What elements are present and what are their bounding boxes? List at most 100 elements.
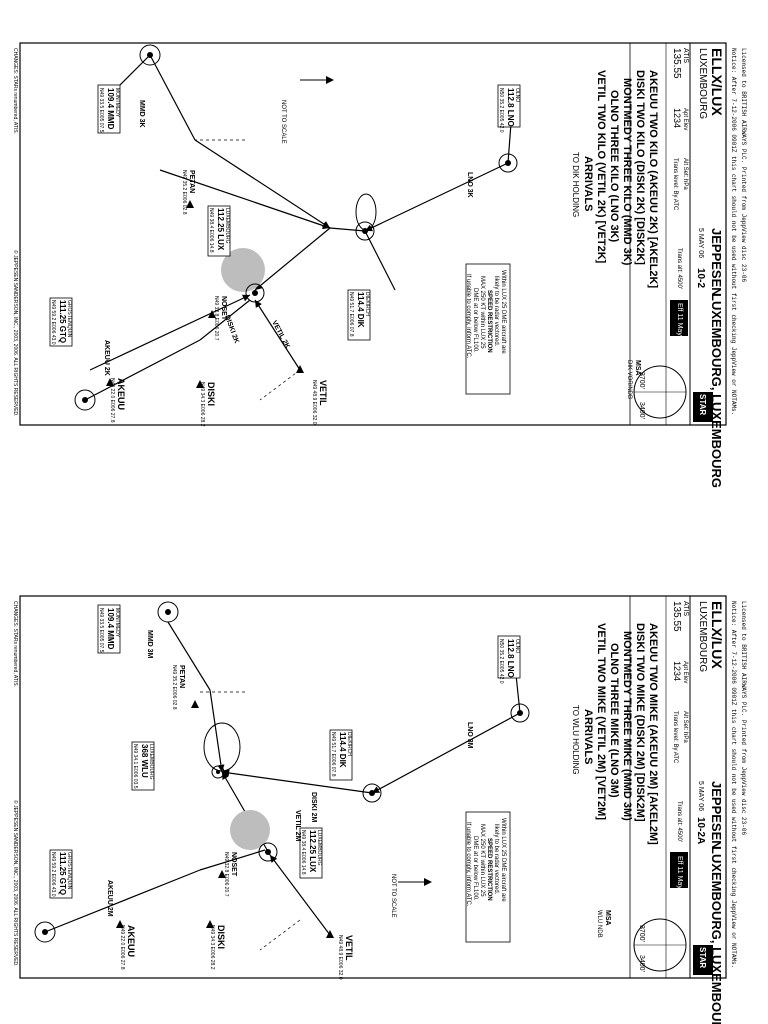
chart-2-copyright: © JEPPESEN SANDERSON, INC., 2003, 2006. … bbox=[12, 800, 19, 967]
chart-2-mmd-freq: 109.4 MMD bbox=[106, 608, 115, 650]
chart-2-petan-coord: N49 35.2 E006 02.8 bbox=[171, 665, 177, 710]
chart-1-petan-coord: N49 35.2 E006 02.8 bbox=[181, 170, 187, 215]
chart-1-proc-1: AKEUU TWO KILO (AKEUU 2K) [AKEL2K] bbox=[647, 70, 659, 288]
chart-2-mmd-coord: N49 33.5 E005 07.5 bbox=[98, 608, 104, 653]
chart-2-proc-1: AKEUU TWO MIKE (AKEUU 2M) [AKEL2M] bbox=[647, 623, 659, 845]
chart-1: Licensed to BRITISH AIRWAYS PLC. Printed… bbox=[12, 42, 747, 488]
chart-1-route-labels: VETIL 2K DISKI 2K AKEUU 2K LNO 3K MMD 3K bbox=[103, 100, 473, 376]
chart-2-dik-name: DIEKIRCH bbox=[346, 732, 352, 756]
chart-1-olno-name: OLNO bbox=[514, 88, 520, 102]
chart-2-navaids bbox=[34, 601, 530, 943]
chart-2-date: 5 MAY 06 bbox=[697, 781, 704, 811]
chart-2-proc-3: MONTMEDY THREE MIKE (MMD 3M) bbox=[621, 631, 633, 821]
chart-2-mmd-name: MONTMEDY bbox=[114, 608, 120, 638]
chart-1-restr-2: likely to be radar vectored. bbox=[493, 276, 499, 347]
chart-1-star: STAR bbox=[698, 394, 707, 415]
chart-1-lux-freq: 112.25 LUX bbox=[216, 208, 225, 251]
chart-1-restr-5: DME at or below FL100. bbox=[472, 288, 478, 353]
chart-1-fixes bbox=[106, 200, 304, 388]
chart-2-atis-label: ATIS bbox=[682, 601, 689, 616]
chart-2-proc-5: VETIL TWO MIKE (VETIL 2M) [VET2M] bbox=[595, 623, 607, 820]
chart-2-navaid-boxes: OLNO 112.8 LNO N50 35.2 E005 42.0 MONTME… bbox=[49, 604, 521, 899]
chart-2-transalt: Trans alt: 4500' bbox=[676, 801, 682, 842]
chart-1-proc-5: VETIL TWO KILO (VETIL 2K) [VET2K] bbox=[595, 70, 607, 264]
chart-2-translevel: Trans level: By ATC bbox=[672, 711, 678, 764]
chart-1-translevel: Trans level: By ATC bbox=[672, 158, 678, 211]
chart-2-route-vetil: VETIL 2M bbox=[294, 810, 301, 842]
chart-1-msa: 3700' 3400' MSA DIK VOR/NDB bbox=[626, 360, 687, 419]
chart-2-dik-coord: N49 51.7 E006 07.8 bbox=[330, 732, 336, 777]
chart-1-restr-1: Within LUX 25 DME aircraft are bbox=[500, 270, 506, 354]
chart-1-city: LUXEMBOURG bbox=[697, 48, 708, 119]
chart-1-akeuu-coord: N49 22.0 E006 27.8 bbox=[109, 378, 115, 423]
chart-1-akeuu: AKEUU bbox=[116, 378, 126, 410]
chart-1-noset-coord: N49 32.8 E006 20.7 bbox=[213, 296, 219, 341]
chart-1-elev: 1234 bbox=[672, 108, 682, 128]
chart-1-navaids bbox=[74, 44, 518, 411]
chart-1-vetil: VETIL bbox=[318, 380, 328, 406]
chart-2-msa-alt-1: 3700' bbox=[638, 925, 645, 942]
chart-1-msa-fac: DIK VOR/NDB bbox=[626, 360, 632, 399]
chart-2-olno-name: OLNO bbox=[514, 639, 520, 653]
chart-1-gtq-coord: N49 59.2 E006 43.0 bbox=[50, 300, 56, 345]
chart-2-restr-2: likely to be radar vectored. bbox=[493, 824, 499, 895]
chart-2-vetil: VETIL bbox=[344, 935, 354, 961]
chart-2-eff-box bbox=[670, 852, 688, 888]
chart-2-vetil-coord: N49 48.9 E006 32.0 bbox=[337, 935, 343, 980]
chart-2-noset: NOSET bbox=[230, 852, 237, 877]
chart-1-navaid-boxes: OLNO 112.8 LNO N50 35.2 E005 42.0 MONTME… bbox=[49, 84, 521, 347]
chart-1-elev-label: Apt Elev bbox=[682, 108, 688, 130]
chart-1-gtq-name: GROSTENQUIN bbox=[66, 300, 72, 338]
chart-1-olno-freq: 112.8 LNO bbox=[506, 88, 515, 127]
chart-1-transalt: Trans alt: 4500' bbox=[676, 248, 682, 289]
chart-2-route-lno: LNO 3M bbox=[466, 722, 473, 749]
chart-1-msa-alt-2: 3400' bbox=[638, 402, 645, 419]
chart-1-proc-2: DISKI TWO KILO (DISKI 2K) [DISK2K] bbox=[634, 70, 646, 265]
chart-1-lux-area bbox=[221, 248, 265, 292]
chart-1-dik-freq: 114.4 DIK bbox=[356, 292, 365, 328]
chart-2-restr-6: If unable to comply, inform ATC. bbox=[465, 822, 471, 907]
chart-1-route-akeuu: AKEUU 2K bbox=[103, 340, 110, 376]
chart-1-gtq-freq: 111.25 GTQ bbox=[58, 300, 67, 343]
chart-1-route-diski: DISKI 2K bbox=[223, 314, 240, 344]
chart-2-lux-freq: 112.25 LUX bbox=[308, 830, 317, 873]
chart-2-wlu-name: LUXEMBOURG bbox=[148, 744, 154, 780]
chart-2-icao: ELLX/LUX bbox=[709, 601, 725, 669]
chart-1-msa-alt-1: 3700' bbox=[638, 372, 645, 389]
chart-2-gtq-freq: 111.25 GTQ bbox=[58, 852, 67, 895]
chart-2-routes bbox=[44, 621, 521, 936]
chart-2-route-akeuu: AKEUU 2M bbox=[106, 880, 113, 917]
chart-2-lux-area bbox=[230, 810, 270, 850]
chart-2-city: LUXEMBOURG bbox=[697, 601, 708, 672]
chart-1-route-mmd: MMD 3K bbox=[138, 100, 145, 128]
chart-1-route-vetil: VETIL 2K bbox=[270, 320, 291, 350]
chart-2-license: Licensed to BRITISH AIRWAYS PLC. Printed… bbox=[740, 601, 747, 835]
chart-2-msa: 3700' 3400' MSA WLU NDB bbox=[596, 910, 687, 972]
chart-2-holding: TO WLU HOLDING bbox=[571, 705, 580, 775]
chart-2-gtq-coord: N49 59.2 E006 43.0 bbox=[50, 852, 56, 897]
chart-2-olno-coord: N50 35.2 E005 42.0 bbox=[498, 639, 504, 684]
chart-2-proc-2: DISKI TWO MIKE (DISKI 2M) [DISK2M] bbox=[634, 623, 646, 822]
chart-2-akeuu-coord: N49 22.0 E006 27.8 bbox=[119, 925, 125, 970]
chart-1-border bbox=[19, 42, 727, 426]
chart-2-diski: DISKI bbox=[216, 925, 226, 949]
chart-1-icao: ELLX/LUX bbox=[709, 48, 725, 116]
chart-2-elev: 1234 bbox=[672, 661, 682, 681]
chart-1-noset: NOSET bbox=[220, 296, 227, 321]
chart-1-mmd-coord: N49 33.5 E005 07.5 bbox=[98, 88, 104, 133]
chart-2-not-to-scale: NOT TO SCALE bbox=[390, 874, 396, 918]
chart-2-changes: CHANGES: STARs renumbered, ATIS. bbox=[12, 601, 18, 687]
chart-1-index: 10-2 bbox=[695, 268, 706, 288]
chart-2-proc-4: OLNO THREE MIKE (LNO 3M) bbox=[608, 643, 620, 798]
chart-2-restr-1: Within LUX 25 DME aircraft are bbox=[500, 818, 506, 902]
chart-1-changes: CHANGES: STARs renumbered, ATIS. bbox=[12, 48, 18, 134]
chart-1-vetil-coord: N49 48.9 E006 32.0 bbox=[311, 380, 317, 425]
chart-1-restr-6: If unable to comply, inform ATC. bbox=[465, 274, 471, 359]
chart-2-msa-label: MSA bbox=[604, 910, 611, 926]
chart-1-petan: PETAN bbox=[188, 170, 195, 193]
chart-1-proc-4: OLNO THREE KILO (LNO 3K) bbox=[608, 90, 620, 243]
